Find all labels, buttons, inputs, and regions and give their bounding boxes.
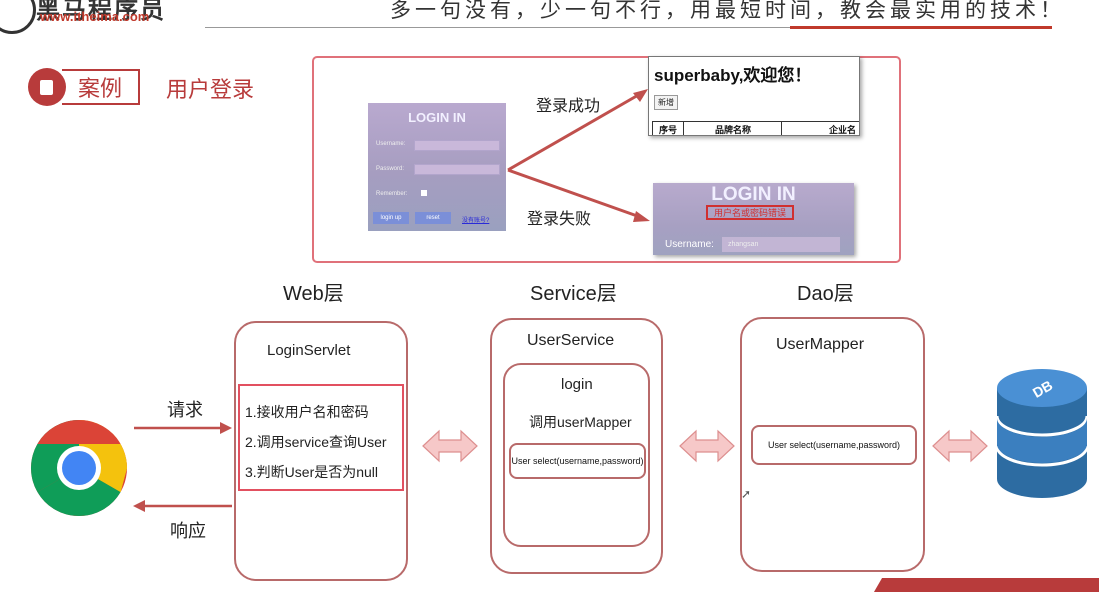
servlet-step: 3.判断User是否为null (245, 464, 379, 480)
reset-button: reset (415, 212, 451, 224)
servlet-step: 1.接收用户名和密码 (245, 404, 369, 420)
double-arrow-icon (422, 429, 478, 463)
footer-accent (873, 578, 1099, 592)
header-divider (205, 27, 1052, 28)
example-frame (312, 56, 901, 263)
password-input (414, 164, 500, 175)
dao-layer-box (740, 317, 925, 572)
mapper-select-method: User select(username,password) (751, 425, 917, 465)
remember-label: Remember: (376, 191, 408, 197)
double-arrow-icon (932, 429, 988, 463)
login-form-preview: LOGIN IN Username: Password: Remember: l… (368, 103, 506, 231)
fail-username-input: zhangsan (722, 237, 840, 252)
database-icon: DB (995, 369, 1089, 498)
web-layer-title: Web层 (283, 283, 344, 305)
username-input (414, 140, 500, 151)
login-method-label: login (561, 376, 593, 393)
username-label: Username: (376, 141, 406, 147)
chrome-browser-icon (30, 420, 127, 517)
cursor-icon: ➚ (741, 487, 752, 501)
servlet-step: 2.调用service查询User (245, 434, 387, 450)
response-label: 响应 (170, 521, 206, 541)
header-accent-line (790, 26, 1052, 29)
error-message: 用户名或密码错误 (706, 205, 794, 220)
call-mapper-label: 调用userMapper (529, 414, 632, 430)
remember-checkbox (421, 190, 427, 196)
service-layer-box (490, 318, 663, 574)
welcome-text: superbaby,欢迎您！ (654, 66, 812, 85)
brand-table-header: 序号 品牌名称 企业名 (652, 121, 859, 135)
fail-username-label: Username: (665, 239, 714, 250)
service-layer-title: Service层 (530, 283, 617, 305)
login-form-title: LOGIN IN (408, 110, 466, 125)
logo-mark-icon (0, 0, 36, 34)
login-button: login up (373, 212, 409, 224)
double-arrow-icon (679, 429, 735, 463)
web-layer-box (234, 321, 408, 581)
logo-url: www.itheima.com (40, 9, 150, 24)
column-header: 企业名 (829, 125, 857, 135)
fail-page-preview: LOGIN IN 用户名或密码错误 Username: zhangsan (653, 183, 854, 255)
case-tag: 案例 (62, 69, 140, 105)
login-method-box (503, 363, 650, 547)
dao-layer-title: Dao层 (797, 283, 854, 305)
register-link: 没有账号? (462, 218, 490, 224)
logo-text: 黑马程序员 (36, 0, 166, 24)
password-label: Password: (376, 166, 405, 172)
column-divider (781, 122, 782, 135)
result-branch-arrows (507, 89, 650, 222)
success-label: 登录成功 (536, 98, 601, 115)
user-service-title: UserService (527, 332, 615, 349)
case-title: 用户登录 (166, 77, 255, 102)
request-response-arrows (133, 422, 232, 512)
column-header: 序号 (659, 125, 678, 135)
fail-label: 登录失败 (527, 211, 592, 228)
document-icon-sheet (40, 80, 53, 95)
request-label: 请求 (167, 400, 203, 420)
column-header: 品牌名称 (715, 125, 752, 135)
success-page-preview: superbaby,欢迎您！ 新增 序号 品牌名称 企业名 (648, 56, 860, 136)
service-select-method: User select(username,password) (509, 443, 646, 479)
user-mapper-title: UserMapper (776, 336, 865, 353)
fail-page-title: LOGIN IN (711, 184, 796, 205)
header-slogan: 多一句没有，少一句不行，用最短时间，教会最实用的技术！ (390, 0, 1065, 22)
column-divider (683, 122, 684, 135)
add-button: 新增 (654, 95, 678, 110)
servlet-steps-box (238, 384, 404, 491)
login-servlet-title: LoginServlet (267, 342, 351, 359)
